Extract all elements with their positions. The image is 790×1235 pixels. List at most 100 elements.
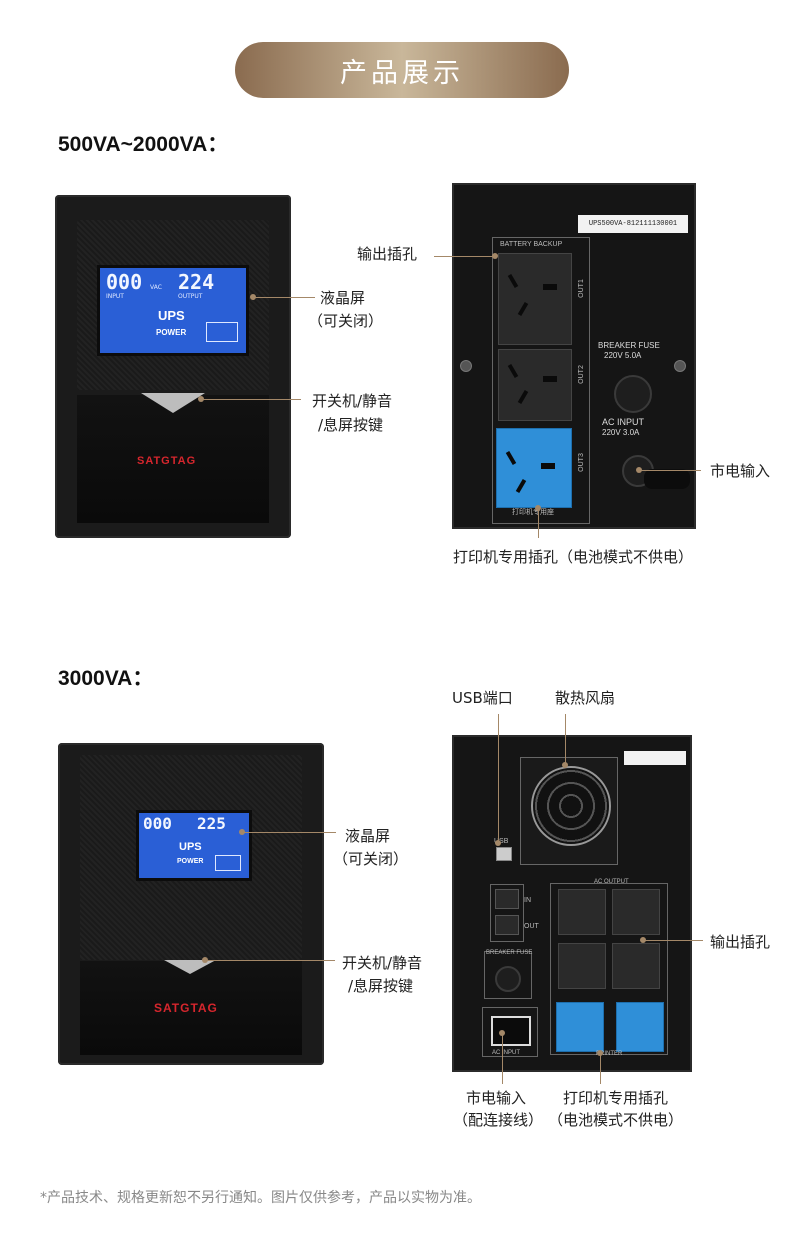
lcd-vac: VAC [150,284,162,291]
callout-line [498,714,499,841]
lcd-screen: 000 225 UPS POWER [136,810,252,881]
page-title: 产品展示 [235,42,569,98]
breaker-frame [484,951,532,999]
label-mains-input: 市电输入 [710,462,771,480]
breaker-knob [495,966,521,992]
label-printer-outlet: 打印机专用插孔（电池模式不供电） [453,548,694,566]
callout-line [502,1033,503,1084]
serial-label: UPS500VA-812111130001 [578,215,688,233]
callout-line [565,714,566,764]
label-lcd: 液晶屏 [345,827,391,845]
lcd-input-digits: 000 [143,814,172,833]
outlet-frame [492,237,590,524]
label-usb-port: USB端口 [452,689,513,707]
front-lower-panel [80,961,302,1055]
printer-outlet [616,1002,664,1052]
usb-port [496,847,512,861]
lcd-ups-text: UPS [179,841,202,853]
callout-line [600,1053,601,1084]
brand-logo: SATGTAG [137,455,197,467]
callout-dot [495,840,501,846]
lcd-power-text: POWER [177,858,204,865]
power-button[interactable] [141,393,205,413]
label-switch: 开关机/静音 [312,392,393,410]
battery-backup-text: BATTERY BACKUP [500,241,563,248]
outlet [612,943,660,989]
ac-input-text: AC INPUT [602,417,645,427]
fan-housing [520,757,618,865]
label-lcd-note: （可关闭） [333,850,409,868]
label-lcd-note: （可关闭） [308,312,384,330]
screw [460,360,472,372]
out-text: OUT [524,923,539,930]
outlet [612,889,660,935]
breaker-value: 220V 5.0A [604,351,642,360]
ac-input-value: 220V 3.0A [602,428,640,437]
usb-text: USB [494,838,509,845]
lcd-output-label: OUTPUT [178,293,203,300]
section-heading-3000: 3000VA： [58,667,154,690]
breaker-knob [614,375,652,413]
label-switch-note: /息屏按键 [318,416,384,434]
label-cooling-fan: 散热风扇 [555,689,616,707]
out2-text: OUT2 [577,365,585,384]
ups-rear-image-3000: USB IN OUT BREAKER FUSE AC INPUT AC OUTP… [452,735,692,1072]
callout-line [639,470,701,471]
callout-line [538,508,539,538]
screw [674,360,686,372]
iec-socket [491,1016,531,1046]
label-lcd: 液晶屏 [320,289,366,307]
battery-icon [206,322,238,342]
section-heading-500-2000: 500VA~2000VA： [58,133,229,156]
lcd-input-digits: 000 [106,270,143,294]
ac-input-text: AC INPUT [492,1050,521,1056]
ups-rear-image: UPS500VA-812111130001 BATTERY BACKUP OUT… [452,183,696,529]
callout-line [201,399,301,400]
outlet-out1 [498,253,572,345]
lcd-input-label: INPUT [106,293,124,300]
callout-line [242,832,336,833]
lcd-ups-text: UPS [158,308,185,323]
ups-front-image: 000 VAC 224 INPUT OUTPUT UPS POWER SATGT… [55,195,291,538]
label-output-outlets: 输出插孔 [710,933,771,951]
ac-output-text: AC OUTPUT [594,879,629,885]
power-button[interactable] [164,960,216,974]
label-printer-outlet-note: （电池模式不供电） [548,1111,684,1129]
label-switch: 开关机/静音 [342,954,423,972]
lcd-screen: 000 VAC 224 INPUT OUTPUT UPS POWER [97,265,249,356]
out1-text: OUT1 [577,279,585,298]
callout-dot [492,253,498,259]
outlet-out2 [498,349,572,421]
callout-line [205,960,335,961]
outlet [558,889,606,935]
fan-icon [531,766,611,846]
brand-logo: SATGTAG [154,1001,218,1015]
front-lower-panel [77,395,269,523]
callout-dot [562,762,568,768]
outlet [558,943,606,989]
label-printer-outlet: 打印机专用插孔 [563,1089,669,1107]
callout-line [434,256,494,257]
ac-output-frame [550,883,668,1055]
lcd-output-digits: 225 [197,814,226,833]
printer-socket-text: 打印机专用座 [512,509,554,516]
label-mains-input-note: （配连接线） [453,1111,544,1129]
callout-line [253,297,315,298]
ac-input-frame [482,1007,538,1057]
rj45-frame [490,884,524,942]
power-cord [644,469,690,489]
breaker-fuse-text: BREAKER FUSE [486,950,533,956]
serial-label [624,751,686,765]
label-switch-note: /息屏按键 [348,977,414,995]
out3-text: OUT3 [577,453,585,472]
printer-outlet [556,1002,604,1052]
label-mains-input: 市电输入 [466,1089,527,1107]
breaker-text: BREAKER FUSE [598,341,660,350]
printer-text: PRINTER [596,1051,623,1057]
footer-disclaimer: *产品技术、规格更新恕不另行通知。图片仅供参考，产品以实物为准。 [40,1190,481,1206]
outlet-out3-printer [496,428,572,508]
ups-front-image-3000: 000 225 UPS POWER SATGTAG [58,743,324,1065]
battery-icon [215,855,241,871]
lcd-power-text: POWER [156,328,187,337]
label-output-outlets: 输出插孔 [357,245,418,263]
